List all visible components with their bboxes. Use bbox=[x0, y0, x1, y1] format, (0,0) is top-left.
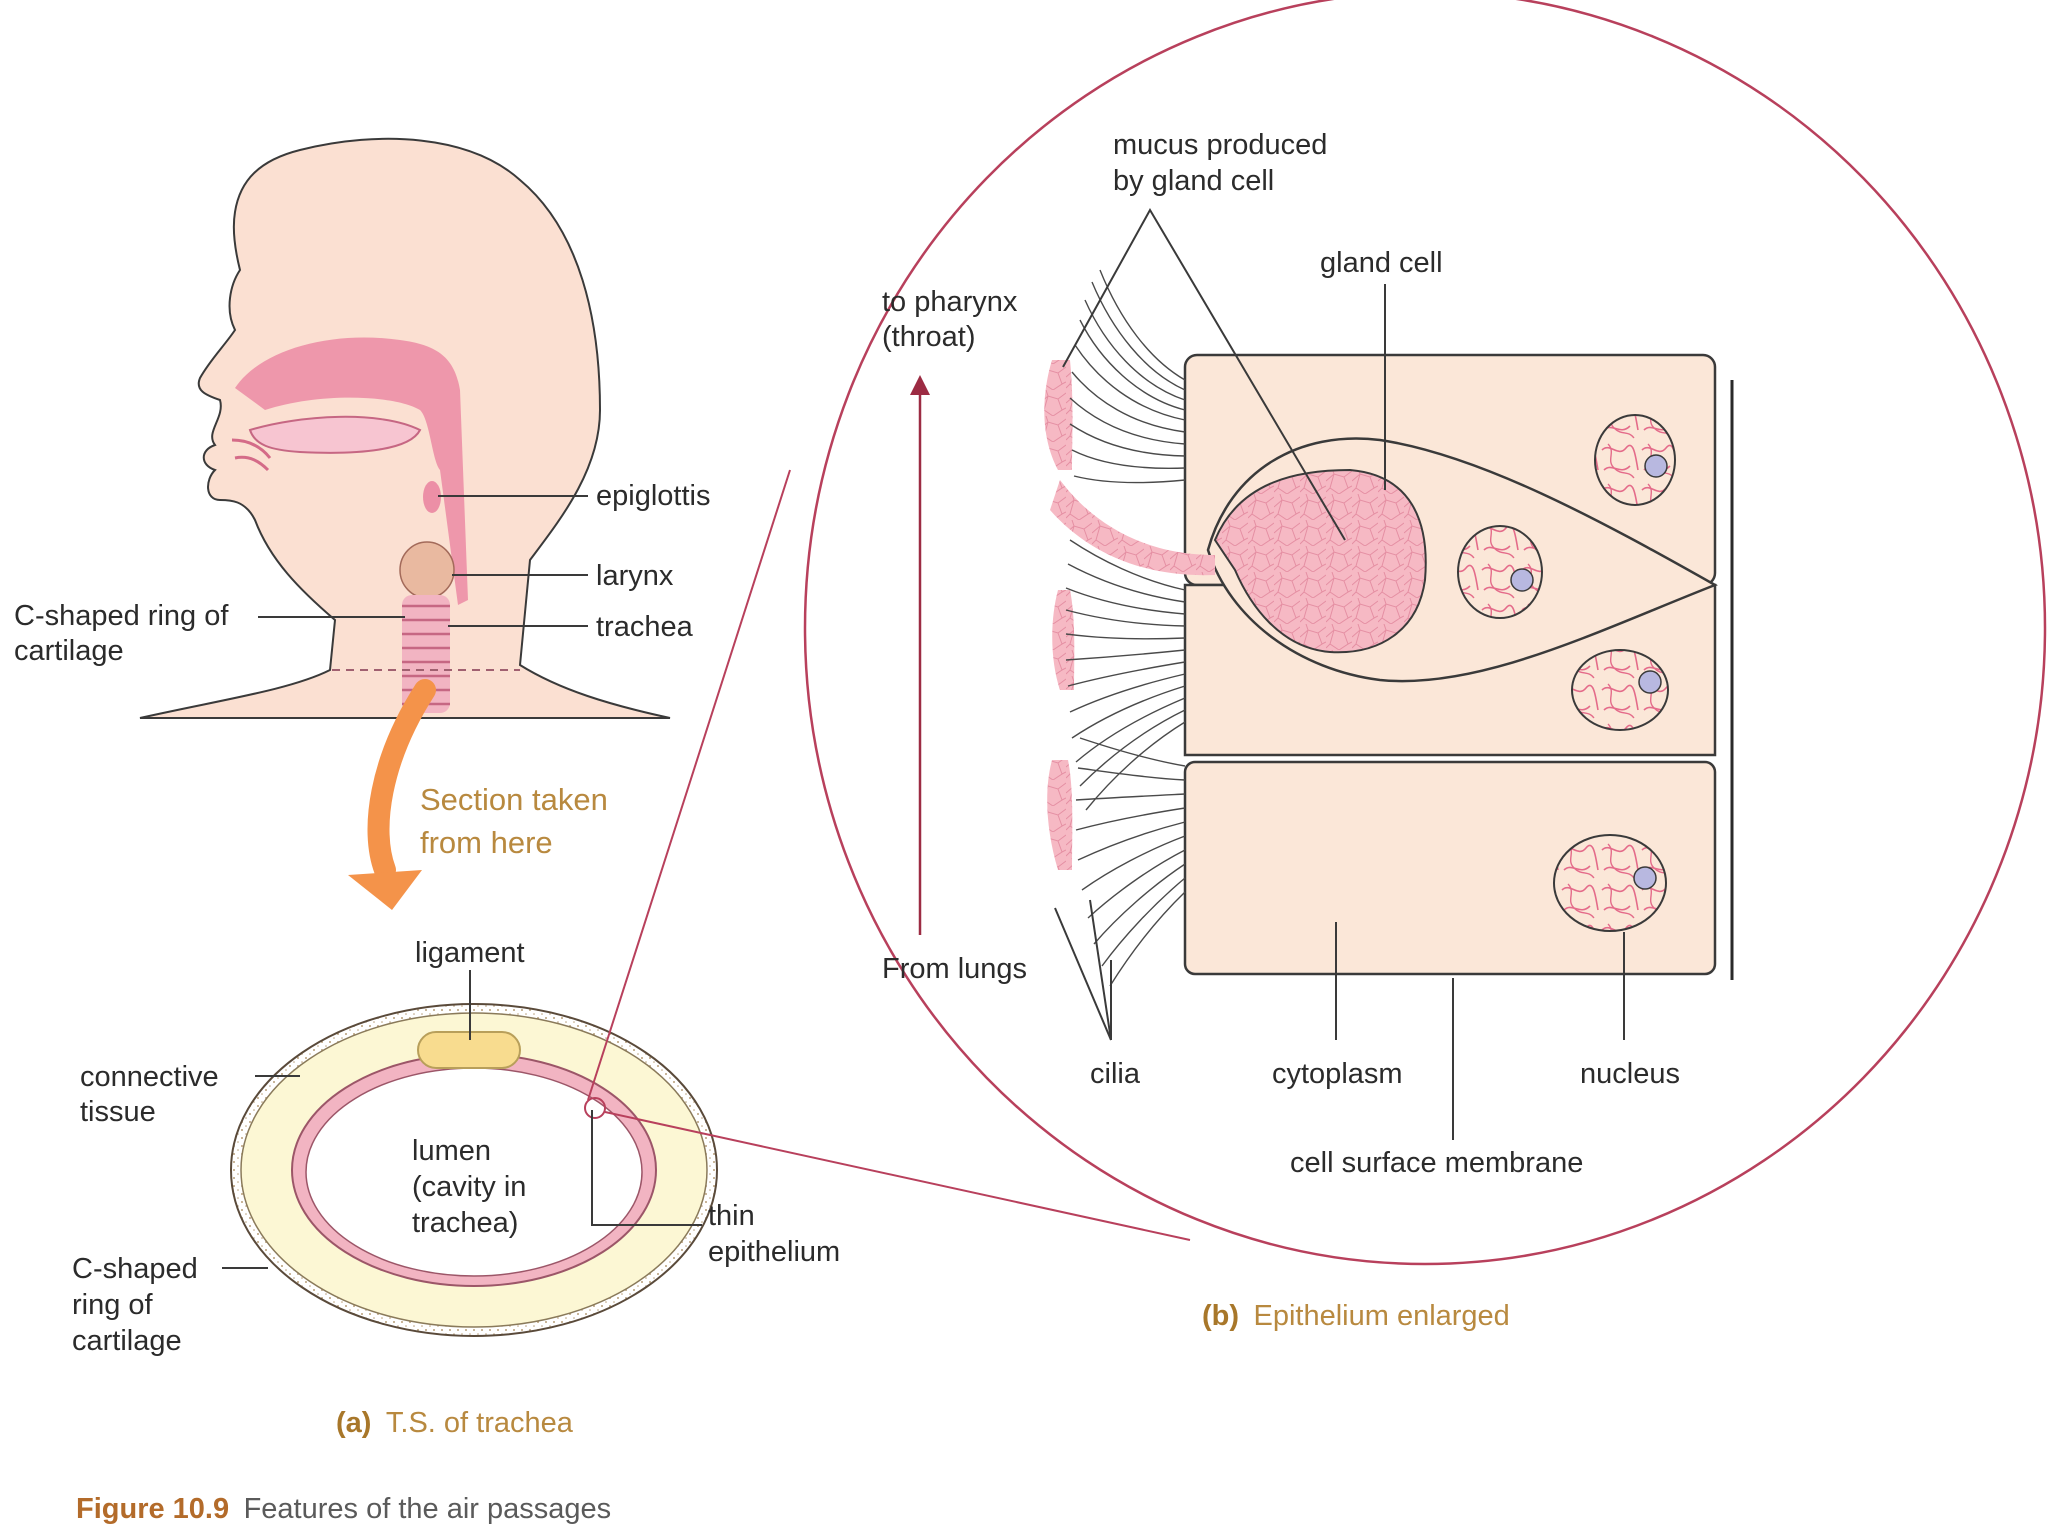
nucleus-2 bbox=[1457, 525, 1543, 619]
caption-b-letter: (b) bbox=[1202, 1300, 1239, 1332]
label-lumen-line1: lumen bbox=[412, 1135, 491, 1167]
nucleus-1 bbox=[1594, 414, 1676, 506]
label-epiglottis: epiglottis bbox=[596, 480, 710, 512]
label-membrane: cell surface membrane bbox=[1290, 1147, 1583, 1179]
label-cytoplasm: cytoplasm bbox=[1272, 1058, 1403, 1090]
label-ligament: ligament bbox=[415, 937, 525, 969]
label-ring-line2: ring of bbox=[72, 1289, 154, 1321]
label-to-pharynx-line1: to pharynx bbox=[882, 286, 1018, 318]
label-section-line2: from here bbox=[420, 825, 553, 860]
label-lumen-line2: (cavity in bbox=[412, 1171, 526, 1203]
figure-number: Figure 10.9 bbox=[76, 1493, 229, 1525]
label-head-ring-line1: C-shaped ring of bbox=[14, 600, 229, 632]
head-leader-lines bbox=[258, 495, 588, 627]
trachea-rings bbox=[402, 595, 450, 713]
epiglottis-shape bbox=[423, 481, 441, 513]
label-ring-line3: cartilage bbox=[72, 1325, 182, 1357]
section-leader-lines bbox=[222, 970, 702, 1269]
nucleus-3 bbox=[1571, 649, 1669, 731]
nuclei bbox=[1457, 414, 1676, 932]
label-trachea: trachea bbox=[596, 611, 694, 643]
label-section-line1: Section taken bbox=[420, 782, 608, 817]
label-cilia: cilia bbox=[1090, 1058, 1141, 1090]
mouth-lips bbox=[231, 438, 272, 472]
label-ring-line1: C-shaped bbox=[72, 1253, 198, 1285]
label-mucus-line1: mucus produced bbox=[1113, 129, 1327, 161]
label-gland-cell: gland cell bbox=[1320, 247, 1443, 279]
caption-a-text: T.S. of trachea bbox=[386, 1407, 574, 1439]
cilia-bundle bbox=[1065, 269, 1186, 987]
label-larynx: larynx bbox=[596, 560, 674, 592]
head-illustration bbox=[139, 137, 671, 719]
magnification-lines bbox=[587, 469, 1191, 1241]
label-to-pharynx-line2: (throat) bbox=[882, 321, 975, 353]
label-head-ring-line2: cartilage bbox=[14, 635, 124, 667]
label-epithelium-line2: epithelium bbox=[708, 1236, 840, 1268]
section-arrow bbox=[348, 679, 436, 910]
airway-shape bbox=[235, 337, 468, 605]
caption-b: (b) Epithelium enlarged bbox=[1202, 1300, 1510, 1332]
magnified-spot bbox=[584, 1097, 606, 1119]
caption-a: (a) T.S. of trachea bbox=[336, 1407, 574, 1439]
caption-a-letter: (a) bbox=[336, 1407, 371, 1439]
label-lumen-line3: trachea) bbox=[412, 1207, 518, 1239]
mucus-droplet bbox=[1213, 468, 1427, 654]
larynx-shape bbox=[399, 541, 455, 599]
figure-caption: Figure 10.9 Features of the air passages bbox=[76, 1493, 611, 1525]
label-nucleus: nucleus bbox=[1580, 1058, 1680, 1090]
figure-title: Features of the air passages bbox=[244, 1493, 612, 1525]
label-epithelium-line1: thin bbox=[708, 1200, 755, 1232]
label-connective-line1: connective bbox=[80, 1061, 219, 1093]
mucus-secretion bbox=[1044, 360, 1215, 870]
panel-b-leader-lines bbox=[1054, 207, 1625, 1140]
caption-b-text: Epithelium enlarged bbox=[1253, 1300, 1509, 1332]
label-mucus-line2: by gland cell bbox=[1113, 165, 1274, 197]
nucleus-4 bbox=[1553, 834, 1667, 932]
label-from-lungs: From lungs bbox=[882, 953, 1027, 985]
trachea-cross-section bbox=[230, 1003, 718, 1337]
tongue-shape bbox=[248, 415, 422, 454]
label-connective-line2: tissue bbox=[80, 1096, 156, 1128]
